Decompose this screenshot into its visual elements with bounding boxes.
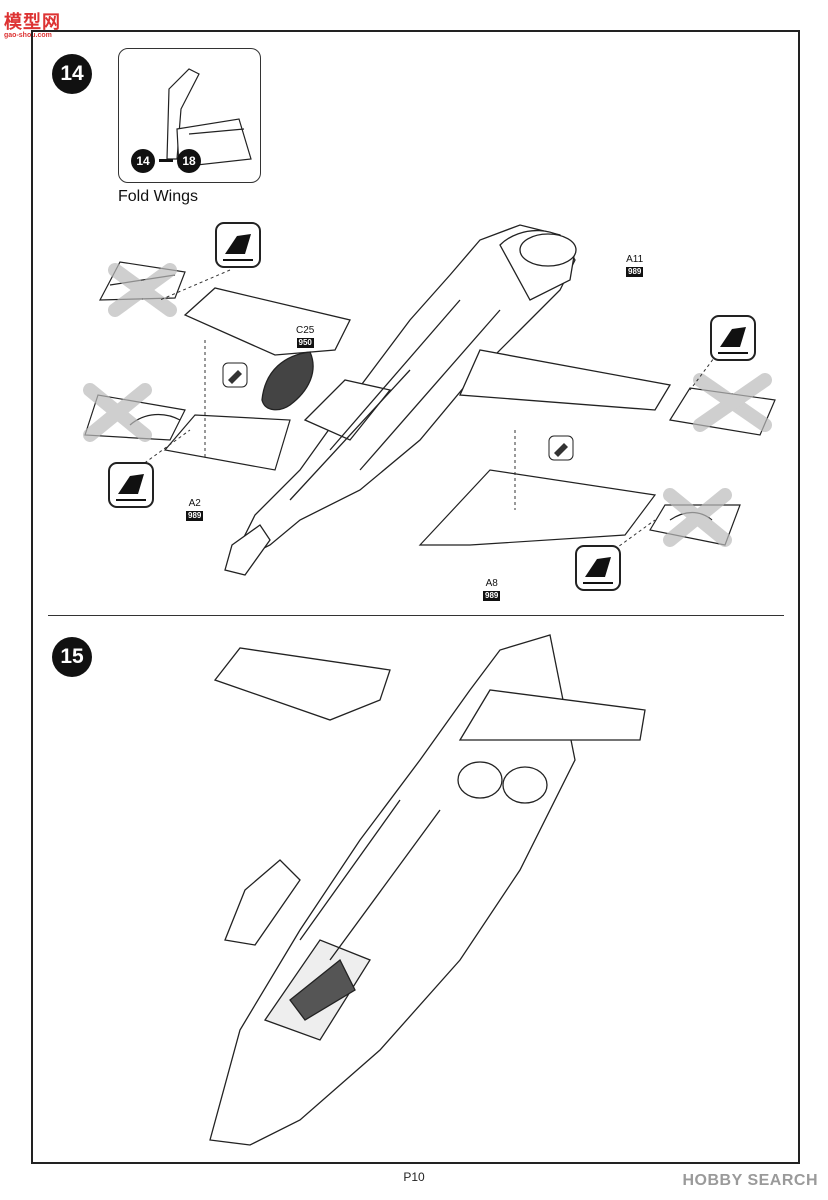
part-label-a2: A2 — [188, 498, 201, 509]
x-mark-icon-3 — [693, 373, 772, 432]
wing-fold-icon — [710, 315, 756, 361]
part-a8-panel — [418, 469, 657, 546]
step14-aircraft — [183, 224, 672, 576]
step-14-badge: 14 — [52, 54, 92, 94]
site-logo-sub: gao-shou.com — [4, 32, 52, 39]
glue-tube-icon — [222, 362, 248, 388]
inset-range-end-badge: 18 — [177, 149, 201, 173]
part-label-a8: A8 — [485, 578, 498, 589]
wing-fold-icon — [108, 462, 154, 508]
callout-a2: A2 989 — [186, 498, 204, 522]
x-mark-icon-2 — [83, 383, 152, 442]
callout-a8: A8 989 — [483, 578, 501, 602]
step15-aircraft — [209, 634, 646, 1146]
step-divider — [48, 615, 784, 616]
paint-code-c25: 950 — [296, 338, 314, 348]
range-dash — [159, 159, 173, 162]
callout-c25: C25 950 — [296, 325, 314, 349]
x-mark-icon-4 — [663, 488, 732, 547]
paint-code-a2: 989 — [186, 511, 204, 521]
paint-code-a8: 989 — [483, 591, 501, 601]
paint-code-a11: 989 — [626, 267, 644, 277]
step-15-badge: 15 — [52, 637, 92, 677]
hobby-search-watermark: HOBBY SEARCH — [682, 1172, 818, 1189]
page-number: P10 — [403, 1170, 425, 1184]
site-logo[interactable]: 模型网 gao-shou.com — [4, 8, 61, 39]
site-logo-text: 模型网 — [4, 12, 61, 32]
inset-range-start-badge: 14 — [131, 149, 155, 173]
fold-wings-caption: Fold Wings — [118, 188, 199, 205]
glue-tube-icon — [548, 435, 574, 461]
instruction-page-frame — [31, 30, 800, 1164]
part-a2-panel — [163, 414, 291, 471]
part-label-a11: A11 — [626, 254, 644, 265]
x-mark-icon-1 — [108, 263, 177, 317]
callout-a11: A11 989 — [626, 254, 644, 278]
wing-fold-icon — [215, 222, 261, 268]
fold-wings-inset: 14 18 — [118, 48, 261, 183]
wing-fold-icon — [575, 545, 621, 591]
part-label-c25: C25 — [296, 325, 315, 336]
